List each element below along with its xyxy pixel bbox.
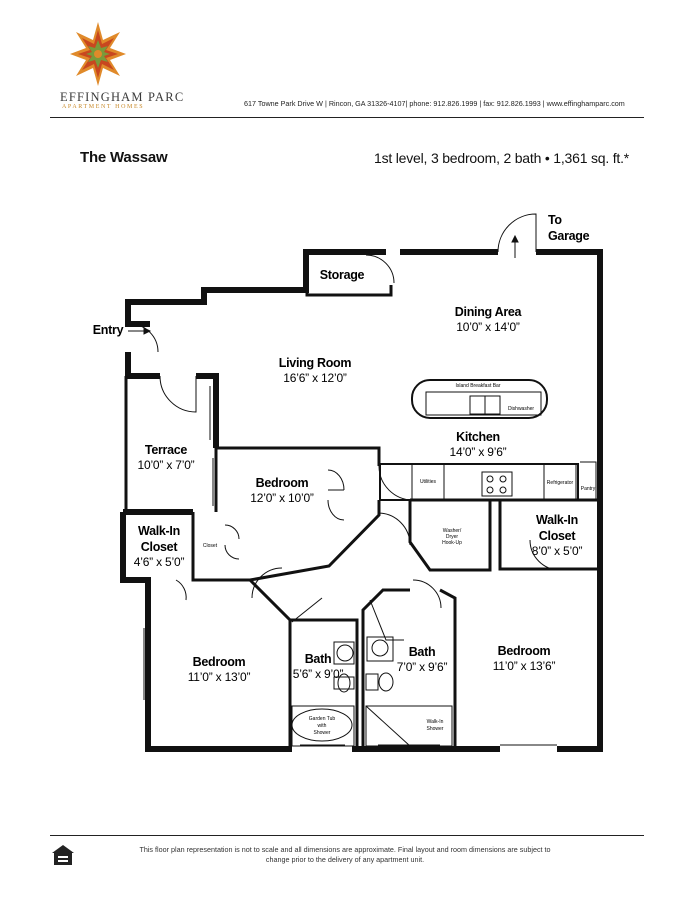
walkin-right-dims: 8’0” x 5’0” <box>532 544 583 558</box>
refrigerator-label: Refrigerator <box>547 480 574 486</box>
stove-icon <box>481 471 513 497</box>
equal-housing-icon <box>52 845 74 865</box>
utilities-closet <box>411 463 445 501</box>
walkin-left-label-2: Closet <box>141 540 179 554</box>
contact-info: 617 Towne Park Drive W | Rincon, GA 3132… <box>244 99 625 108</box>
walkin-left-label-1: Walk-In <box>138 524 180 538</box>
right-arrow-icon <box>143 327 152 335</box>
right-sink-icon <box>371 639 389 657</box>
garden-tub-label-1: Garden Tub <box>309 716 336 722</box>
walkin-left-dims: 4’6” x 5’0” <box>134 555 185 569</box>
brand-subtitle: APARTMENT HOMES <box>62 104 145 110</box>
footer-divider <box>50 835 644 836</box>
washer-label-2: Dryer <box>446 534 459 540</box>
island-breakfast-bar <box>411 379 548 419</box>
left-sink-icon <box>336 644 354 662</box>
walkin-right-label-2: Closet <box>539 529 577 543</box>
up-arrow-icon <box>511 234 519 243</box>
living-dims: 16’6” x 12’0” <box>283 371 347 385</box>
living-label: Living Room <box>279 356 352 370</box>
bedroom-right-label: Bedroom <box>498 644 551 658</box>
terrace-dims: 10’0” x 7’0” <box>138 458 195 472</box>
bedroom-right-dims: 11’0” x 13’6” <box>493 659 556 673</box>
kitchen-fixtures <box>379 379 597 501</box>
bath-fixtures <box>291 636 453 747</box>
bedroom-middle-label: Bedroom <box>256 476 309 490</box>
walkin-right-label-1: Walk-In <box>536 513 578 527</box>
footer-disclaimer: This floor plan representation is not to… <box>139 845 551 864</box>
terrace-label: Terrace <box>145 443 187 457</box>
bedroom-middle-dims: 12’0” x 10’0” <box>250 491 314 505</box>
dishwasher-label: Dishwasher <box>508 406 534 412</box>
washer-label-3: Hook-Up <box>442 540 462 546</box>
header-divider <box>50 117 644 118</box>
bath-right-dims: 7’0” x 9’6” <box>397 660 448 674</box>
walls <box>120 213 603 752</box>
direction-arrows <box>128 234 519 335</box>
pantry-label: Pantry <box>581 486 596 492</box>
walkin-shower-label-2: Shower <box>427 726 444 732</box>
kitchen-label: Kitchen <box>456 430 500 444</box>
walk-in-shower-icon <box>365 705 453 747</box>
bedroom-left-dims: 11’0” x 13’0” <box>188 670 251 684</box>
to-garage-label-2: Garage <box>548 229 590 243</box>
washer-label-1: Washer/ <box>443 528 462 534</box>
bath-right-label: Bath <box>409 645 436 659</box>
left-toilet-icon <box>337 673 351 693</box>
walkin-shower-label-1: Walk-In <box>427 719 444 725</box>
brand-name: EFFINGHAM PARC <box>60 90 185 104</box>
garden-tub-label-2: with <box>318 723 327 729</box>
bath-left-dims: 5’6” x 9’0” <box>293 667 344 681</box>
bedroom-left-label: Bedroom <box>193 655 246 669</box>
garden-tub-label-3: Shower <box>314 730 331 736</box>
closet-label: Closet <box>203 543 218 549</box>
brand-logo-icon <box>70 22 126 86</box>
dining-dims: 10’0” x 14’0” <box>456 320 520 334</box>
plan-title: The Wassaw <box>80 149 168 166</box>
dining-label: Dining Area <box>455 305 523 319</box>
plan-specs: 1st level, 3 bedroom, 2 bath • 1,361 sq.… <box>374 150 630 166</box>
entry-label: Entry <box>93 323 124 337</box>
right-toilet-icon <box>378 672 394 692</box>
kitchen-dims: 14’0” x 9’6” <box>450 445 507 459</box>
utilities-label: Utilities <box>420 479 437 485</box>
storage-label: Storage <box>320 268 365 282</box>
to-garage-label-1: To <box>548 213 562 227</box>
refrigerator <box>543 463 577 501</box>
island-label: Island Breakfast Bar <box>455 383 500 389</box>
bath-left-label: Bath <box>305 652 332 666</box>
